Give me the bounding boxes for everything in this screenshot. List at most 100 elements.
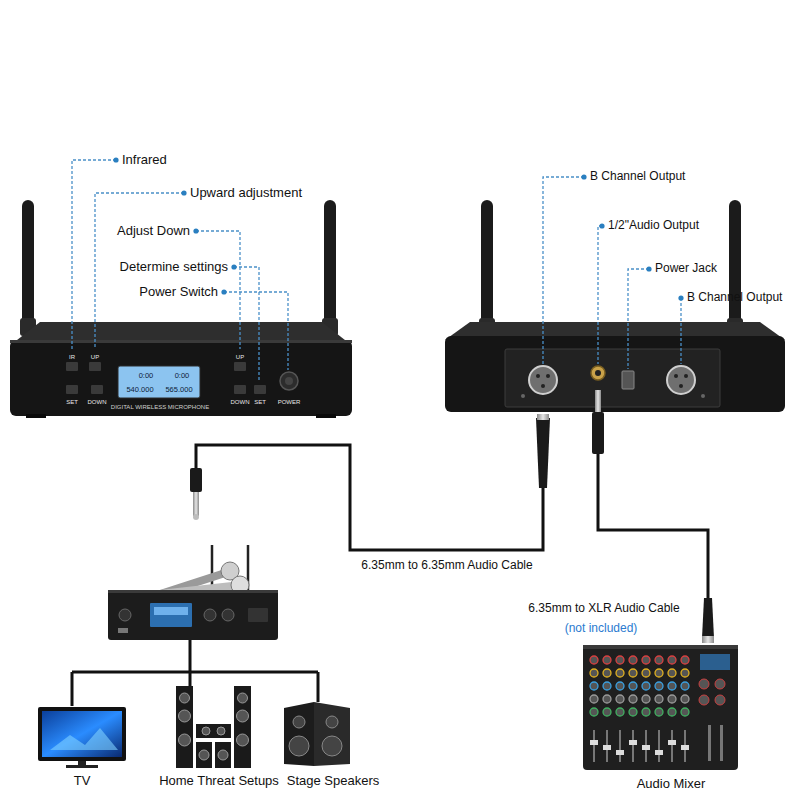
lcd-readout: 0:00 [175,372,190,380]
karaoke-amplifier [108,545,278,640]
mixer-knob [603,708,611,716]
callout-label: Adjust Down [117,224,190,238]
receiver-front [10,200,352,418]
fader-cap [642,745,650,750]
mixer-knob [642,695,650,703]
mixer-knob [681,708,689,716]
audio-cable [190,414,550,550]
mixer-knob [590,708,598,716]
mixer-knob [590,656,598,664]
device-caption: Home Threat Setups [155,773,283,792]
mixer-knob [603,695,611,703]
leader-line [680,298,681,364]
mixer-knob [668,656,676,664]
device-caption: Audio Mixer [633,776,710,795]
mixer-knob [603,656,611,664]
mixer-knob [715,679,725,689]
output-wires [72,640,318,706]
mixer-knob [681,656,689,664]
mixer-knob [642,669,650,677]
mixer-fader [708,725,711,761]
mixer-knob [590,695,598,703]
leader-line [628,269,649,369]
leader-line [72,160,116,349]
cable-label: 6.35mm to XLR Audio Cable [528,602,679,615]
button-label: SET [66,399,78,406]
mixer-knob [681,669,689,677]
mixer-knob [681,682,689,690]
tv-icon [38,707,126,768]
mixer-fader [720,725,723,761]
audio-mixer [583,645,738,770]
leader-line [598,226,602,364]
cable-label: 6.35mm to 6.35mm Audio Cable [361,559,532,572]
device-caption: TV [70,773,95,792]
fader-cap [616,750,624,755]
receiver-back [445,200,785,412]
mixer-knob [642,682,650,690]
mixer-knob [629,695,637,703]
mixer-knob [699,695,709,705]
fader-cap [603,745,611,750]
button-label: POWER [278,399,301,406]
brand-label: DIGITAL WIRELESS MICROPHONE [111,404,209,411]
callout-label: Power Switch [139,285,218,299]
device-caption: Stage Speakers [283,773,384,792]
caption-text: Home Threat Setups [158,774,280,788]
leader-dot [678,295,683,300]
callout-leaders [72,157,684,382]
mixer-knob [668,669,676,677]
mixer-knob [616,682,624,690]
fader-cap [668,740,676,745]
leader-line [234,267,259,382]
lcd-readout: 0:00 [139,372,154,380]
mixer-fader [619,730,621,762]
mixer-knob [655,669,663,677]
mixer-knob [681,695,689,703]
leader-dot [581,174,586,179]
callout-label: Power Jack [655,262,717,275]
fader-cap [655,750,663,755]
button-label: DOWN [88,399,107,406]
mixer-fader [671,730,673,762]
mixer-knob [655,656,663,664]
callout-label: Determine settings [120,260,228,274]
mixer-knob [629,656,637,664]
mixer-knob [642,708,650,716]
lcd-readout: 540.000 [126,386,153,394]
mixer-knob [603,669,611,677]
callout-label: B Channel Output [687,291,782,304]
mixer-knob [655,708,663,716]
mixer-knob [655,695,663,703]
mixer-knob [616,656,624,664]
mixer-knob [655,682,663,690]
leader-dot [231,264,236,269]
cable-note: (not included) [565,622,638,635]
leader-dot [599,223,604,228]
leader-line [224,292,288,370]
button-label: DOWN [231,399,250,406]
fader-cap [629,740,637,745]
mixer-knob [668,708,676,716]
mixer-knob [590,669,598,677]
leader-dot [646,266,651,271]
mixer-knob [699,679,709,689]
mixer-knob [616,695,624,703]
mixer-knob [642,656,650,664]
mixer-fader [658,730,660,762]
fader-cap [590,740,598,745]
leader-line [543,177,584,364]
callout-label: 1/2"Audio Output [608,219,699,232]
caption-text: Stage Speakers [286,774,381,788]
lcd-readout: 565.000 [165,386,192,394]
mixer-knob [629,708,637,716]
mixer-fader [632,730,634,762]
home-theater-speakers [176,686,251,768]
leader-dot [113,157,118,162]
mixer-knob [629,669,637,677]
caption-text: TV [73,774,92,788]
mixer-knob [668,695,676,703]
leader-dot [181,190,186,195]
